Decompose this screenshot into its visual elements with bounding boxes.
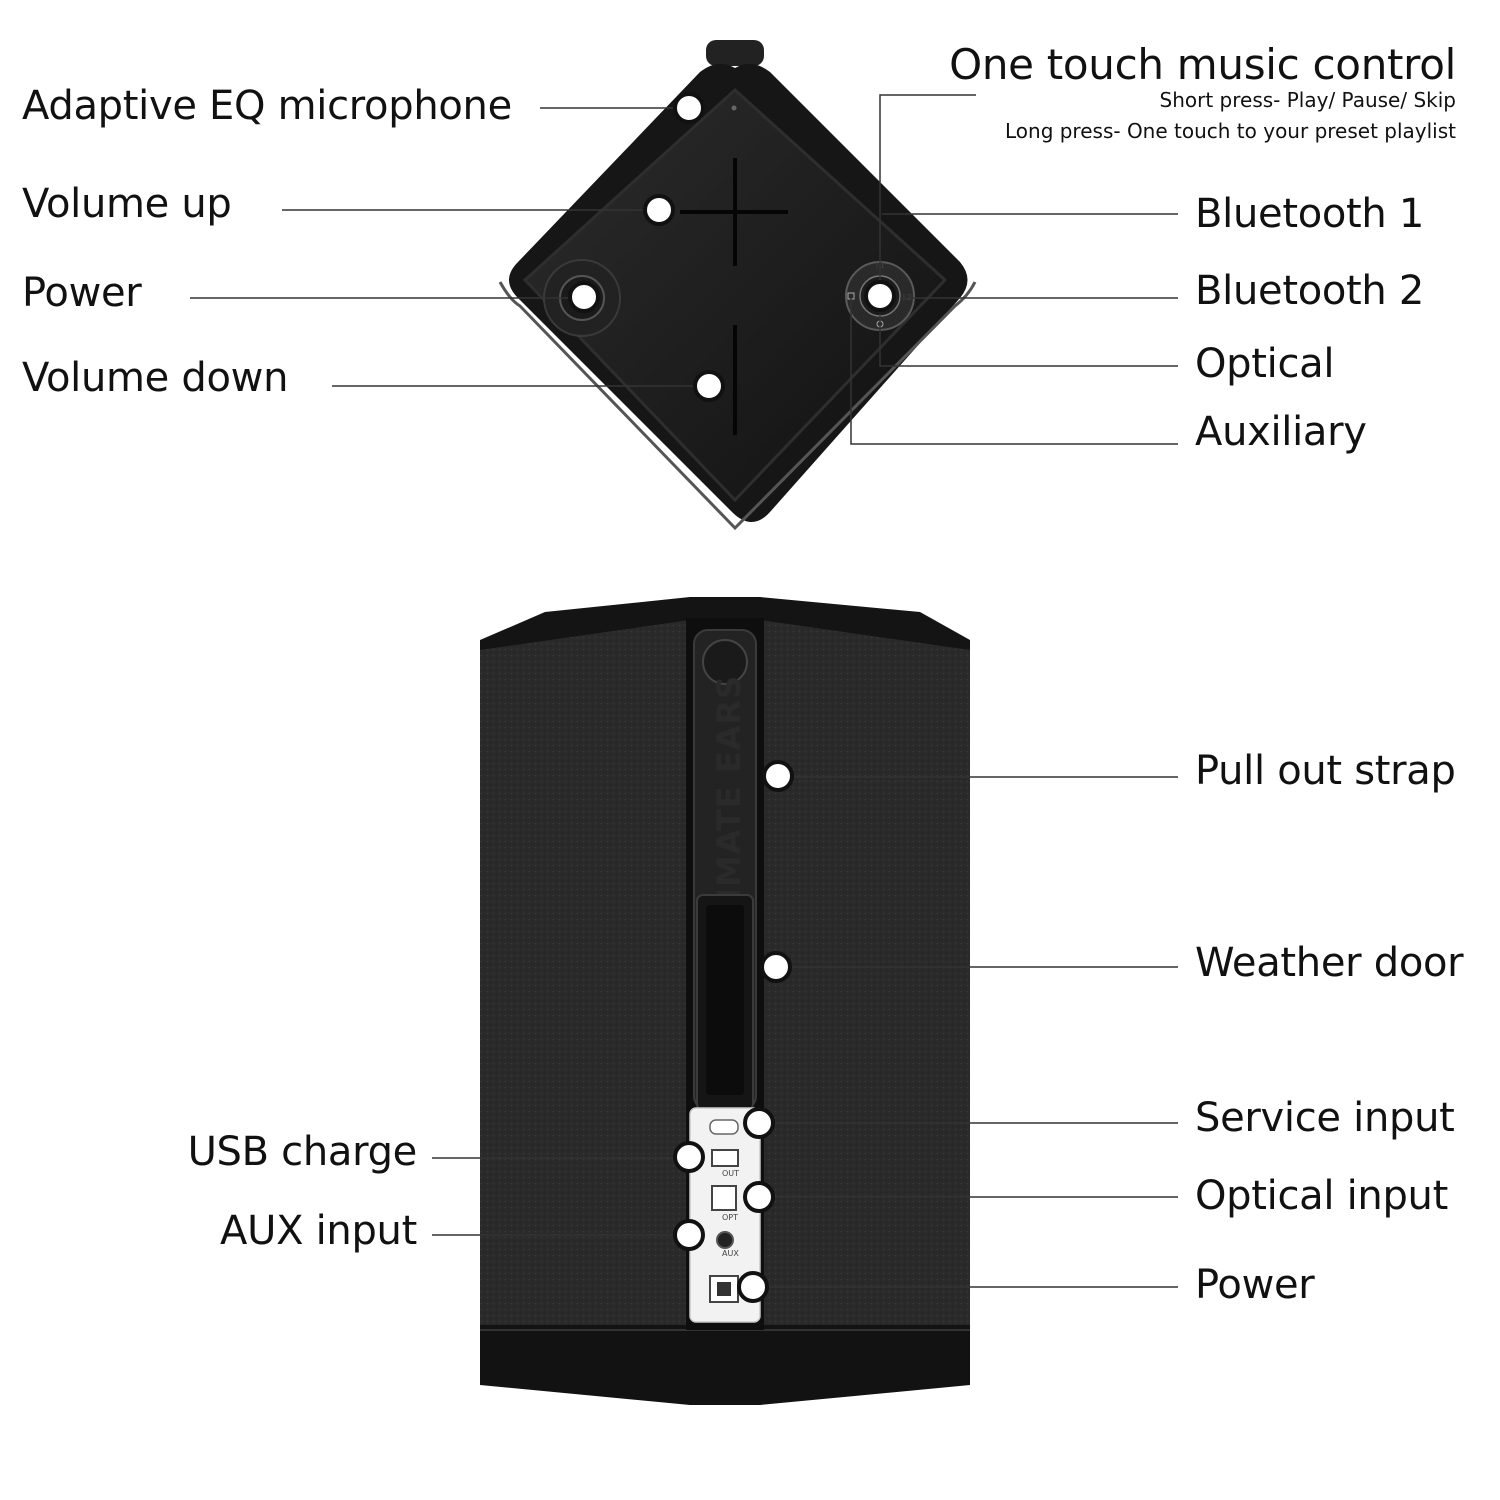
marker-aux-input [673,1219,705,1251]
speaker-top-view: ᛒ1 ᛒ2 [498,40,977,531]
label-adaptive-eq-microphone: Adaptive EQ microphone [22,83,512,129]
line-one-touch [879,94,976,282]
label-aux-input: AUX input [220,1208,417,1254]
line-auxiliary [850,298,1178,445]
marker-service-input [743,1107,775,1139]
optical-port [711,1185,737,1211]
service-port [709,1119,739,1135]
label-power-bottom: Power [1195,1262,1315,1308]
marker-music-control [864,280,896,312]
power-port-inner [717,1282,731,1296]
label-optical: Optical [1195,341,1335,387]
marker-usb-charge [673,1141,705,1173]
marker-power-top [568,281,600,313]
top-face [522,87,948,503]
aux-port [716,1231,734,1249]
marker-volume-down [693,370,725,402]
minus-bar [733,325,737,435]
leader-lines [190,94,1178,1288]
usb-port [711,1149,739,1167]
strap-button [702,639,748,685]
label-bluetooth-1: Bluetooth 1 [1195,191,1425,237]
label-weather-door: Weather door [1195,940,1464,986]
label-volume-up: Volume up [22,181,232,227]
strap-brand-text: IMATE EARS [710,675,748,900]
marker-volume-up [643,194,675,226]
top-knob [706,40,764,66]
marker-pull-strap [762,760,794,792]
optical-opt-mark: OPT [722,1213,738,1222]
top-rim [498,281,977,531]
plus-horizontal [680,210,788,214]
label-auxiliary: Auxiliary [1195,409,1367,455]
label-volume-down: Volume down [22,355,289,401]
marker-adaptive-eq [673,92,705,124]
fabric-right [760,620,970,1330]
fabric-left [480,620,690,1330]
label-power-top: Power [22,270,142,316]
label-pull-out-strap: Pull out strap [1195,748,1456,794]
label-one-touch-long: Long press- One touch to your preset pla… [1004,119,1456,143]
speaker-back-view: IMATE EARS OUT OPT AUX [480,597,970,1405]
port-panel [689,1107,761,1323]
label-one-touch-title: One touch music control [949,40,1456,89]
label-bluetooth-2: Bluetooth 2 [1195,268,1425,314]
label-usb-charge: USB charge [187,1129,418,1175]
usb-out-mark: OUT [722,1169,739,1178]
body-base [480,1325,970,1405]
label-one-touch-short: Short press- Play/ Pause/ Skip [1159,88,1456,112]
line-optical [879,314,1178,367]
label-service-input: Service input [1195,1095,1455,1141]
aux-mark-text: AUX [722,1249,739,1258]
markers [568,92,896,1303]
marker-optical-input [743,1181,775,1213]
marker-weather-door [760,951,792,983]
mic-hole [731,105,737,111]
label-optical-input: Optical input [1195,1173,1448,1219]
marker-power-bottom [737,1271,769,1303]
weather-door-inner [706,905,744,1095]
